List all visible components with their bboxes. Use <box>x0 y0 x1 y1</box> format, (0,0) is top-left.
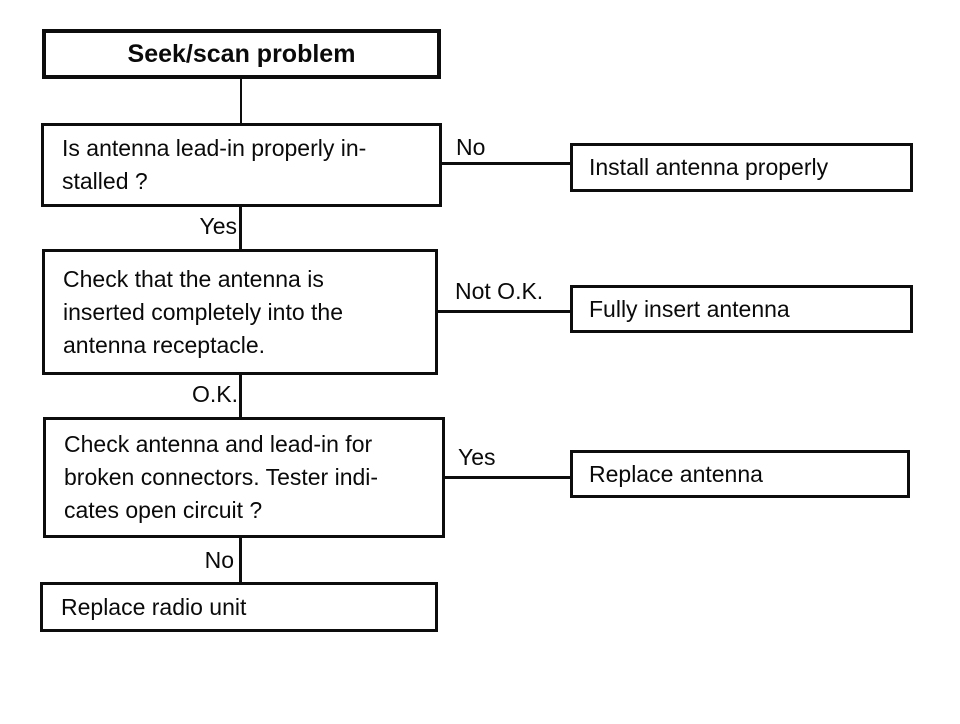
connector-q3-to-replace-antenna <box>444 476 571 479</box>
node-question-broken-connectors: Check antenna and lead-in for broken con… <box>43 417 445 538</box>
connector-q1-to-install <box>441 162 571 165</box>
node-seek-scan-problem: Seek/scan problem <box>42 29 441 79</box>
connector-q2-to-insert <box>437 310 571 313</box>
edge-label-ok: O.K. <box>191 381 238 407</box>
edge-label-no-1: No <box>456 134 486 160</box>
connector-q1-to-q2 <box>239 206 242 250</box>
node-question-antenna-lead-in: Is antenna lead-in properly in- stalled … <box>41 123 442 207</box>
node-question-antenna-inserted: Check that the antenna is inserted compl… <box>42 249 438 375</box>
node-action-replace-antenna: Replace antenna <box>570 450 910 498</box>
edge-label-no-3: No <box>204 547 234 573</box>
edge-label-not-ok: Not O.K. <box>455 278 544 304</box>
node-action-replace-radio-unit: Replace radio unit <box>40 582 438 632</box>
connector-q3-to-end <box>239 537 242 583</box>
edge-label-yes-1: Yes <box>199 213 237 239</box>
node-action-fully-insert-antenna: Fully insert antenna <box>570 285 913 333</box>
node-action-install-antenna: Install antenna properly <box>570 143 913 192</box>
edge-label-yes-3: Yes <box>458 444 496 470</box>
connector-q2-to-q3 <box>239 374 242 418</box>
connector-start-to-q1 <box>240 78 242 124</box>
